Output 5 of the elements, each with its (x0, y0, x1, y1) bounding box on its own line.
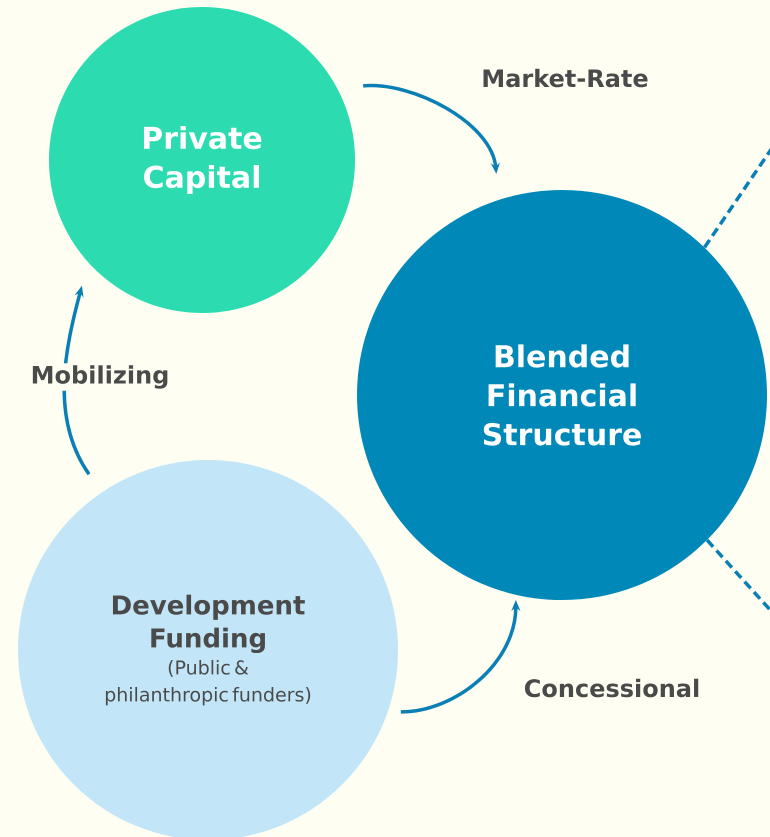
edge-label: Concessional (522, 676, 702, 700)
circle-node: Private Capital (49, 7, 355, 313)
edge-label: Market-Rate (479, 66, 651, 90)
edge-label: Mobilizing (28, 363, 172, 391)
circle-node: Blended Financial Structure (357, 190, 767, 600)
